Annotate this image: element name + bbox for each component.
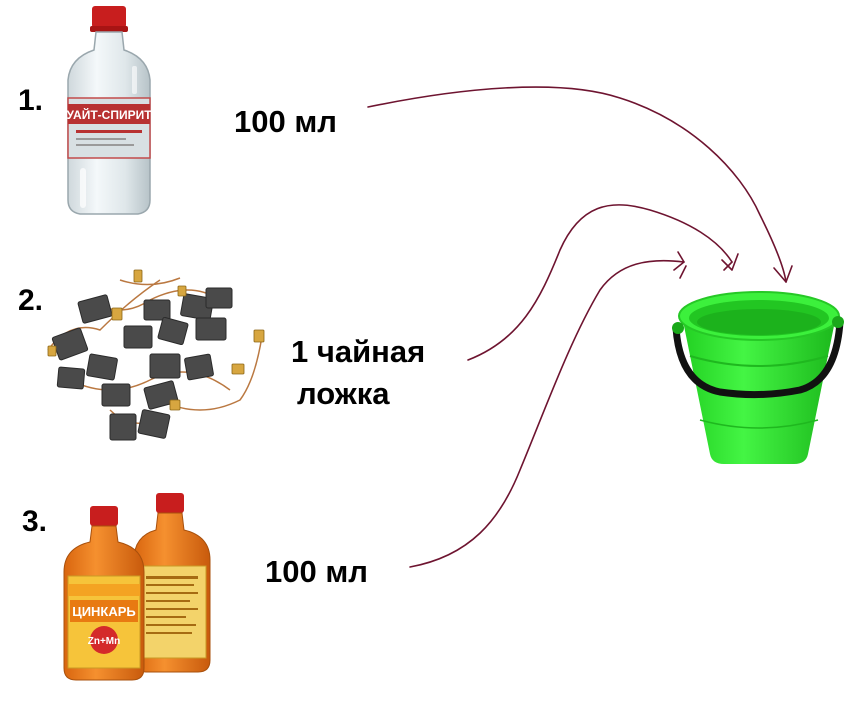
bottle-3-label: ЦИНКАРЬ [72, 604, 136, 619]
arrow-step-1 [367, 86, 787, 283]
step-3-number: 3. [22, 505, 48, 538]
arrow-step-3 [409, 259, 685, 568]
step-2-quantity-line1: 1 чайная [291, 334, 426, 369]
step-1-quantity: 100 мл [234, 104, 337, 139]
step-2-quantity-line2: ложка [297, 376, 390, 411]
step-3-quantity: 100 мл [265, 554, 368, 589]
bottle-1-label: УАЙТ-СПИРИТ [66, 107, 152, 122]
arrow-step-2 [467, 204, 733, 361]
step-2-number: 2. [18, 284, 44, 317]
bottle-3-badge: Zn+Mn [88, 636, 121, 647]
step-1-number: 1. [18, 84, 44, 117]
